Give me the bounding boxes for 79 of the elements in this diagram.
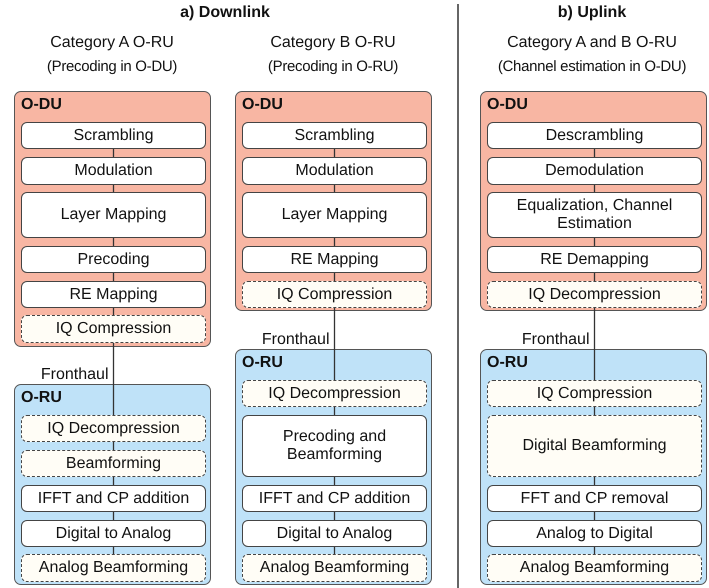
process-box: IFFT and CP addition [242,485,427,512]
connector-line [594,512,596,520]
connector-line [334,238,336,246]
process-box: FFT and CP removal [487,485,702,512]
connector-line [112,185,114,192]
process-box: RE Demapping [487,246,702,273]
connector-line [594,238,596,246]
process-box: Descrambling [487,122,702,149]
process-box: Modulation [21,157,206,185]
group-panel [235,91,432,311]
column-heading: (Precoding in O-DU) [46,58,178,76]
process-box: RE Mapping [21,281,206,308]
connector-line [594,407,596,415]
connector-line [112,547,114,554]
process-box: IQ Decompression [21,415,206,442]
group-title: O-DU [487,96,528,114]
connector-line [112,238,114,246]
group-panel [14,384,211,585]
connector-line [594,477,596,485]
process-box: IQ Decompression [242,380,427,407]
process-box: Digital Beamforming [487,415,702,477]
process-box: IQ Compression [487,380,702,407]
group-title: O-RU [21,389,62,407]
connector-line [594,185,596,192]
process-box: IQ Compression [21,315,206,343]
connector-line [334,308,336,380]
connector-line [334,149,336,157]
process-box: Analog Beamforming [21,554,206,582]
connector-line [112,343,114,415]
group-title: O-RU [487,354,528,372]
process-box: Analog Beamforming [487,554,702,582]
process-box: Modulation [242,157,427,185]
process-box: IFFT and CP addition [21,485,206,512]
process-box: Digital to Analog [21,520,206,547]
connector-line [334,273,336,281]
group-panel [480,349,707,585]
process-box: Analog Beamforming [242,554,427,582]
connector-line [334,512,336,520]
connector-line [334,547,336,554]
group-title: O-DU [21,96,62,114]
group-panel [235,349,432,585]
connector-line [594,308,596,380]
connector-line [334,407,336,415]
column-heading: (Channel estimation in O-DU) [498,58,686,76]
column-heading: Category A O-RU [50,34,174,52]
connector-line [594,547,596,554]
connector-line [112,149,114,157]
group-panel [14,91,211,347]
process-box: Demodulation [487,157,702,185]
section-heading: b) Uplink [558,4,626,22]
process-box: Equalization, Channel Estimation [487,192,702,238]
process-box: RE Mapping [242,246,427,273]
group-title: O-RU [242,354,283,372]
connector-line [112,442,114,450]
process-box: IQ Compression [242,281,427,308]
process-box: Scrambling [242,122,427,149]
process-box: Beamforming [21,450,206,477]
column-heading: Category A and B O-RU [507,34,677,52]
process-box: Precoding and Beamforming [242,415,427,477]
process-box: Layer Mapping [242,192,427,238]
process-box: IQ Decompression [487,281,702,308]
group-panel [480,91,707,311]
connector-line [112,477,114,485]
process-box: Layer Mapping [21,192,206,238]
section-heading: a) Downlink [180,4,270,22]
connector-line [112,512,114,520]
process-box: Scrambling [21,122,206,149]
column-heading: Category B O-RU [270,34,396,52]
process-box: Precoding [21,246,206,273]
connector-line [594,149,596,157]
connector-line [334,477,336,485]
connector-line [594,273,596,281]
process-box: Digital to Analog [242,520,427,547]
process-box: Analog to Digital [487,520,702,547]
column-heading: (Precoding in O-RU) [268,58,398,76]
connector-line [112,273,114,281]
connector-line [112,308,114,315]
connector-line [334,185,336,192]
group-title: O-DU [242,96,283,114]
